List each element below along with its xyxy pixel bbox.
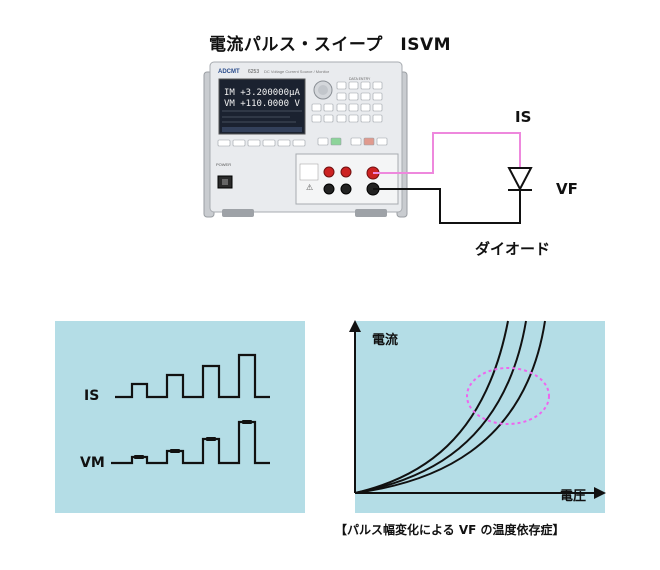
black-return-wire bbox=[373, 188, 521, 224]
vm-waveform bbox=[111, 420, 270, 465]
iv-curve-1 bbox=[354, 320, 509, 494]
page-title: 電流パルス・スイープ ISVM bbox=[208, 35, 452, 55]
is-circuit-label: IS bbox=[515, 108, 532, 126]
instrument: ADCMT 6253 DC Voltage Current Source / M… bbox=[203, 61, 408, 218]
diode-symbol bbox=[507, 167, 533, 192]
x-axis-label: 電圧 bbox=[560, 489, 587, 504]
vf-label: VF bbox=[556, 180, 578, 198]
brand-logo: ADCMT bbox=[218, 69, 240, 75]
figure-caption: 【パルス幅変化による VF の温度依存症】 bbox=[335, 523, 565, 537]
vm-waveform-label: VM bbox=[80, 455, 105, 471]
display-line-2: VM +110.0000 V bbox=[224, 99, 300, 109]
power-label: POWER bbox=[216, 162, 231, 167]
iv-graph bbox=[349, 320, 606, 499]
model-label: 6253 bbox=[248, 69, 259, 75]
diode-label: ダイオード bbox=[475, 240, 551, 258]
is-waveform bbox=[115, 353, 270, 399]
data-entry-label: DATA ENTRY bbox=[349, 77, 371, 81]
iv-graph-panel bbox=[355, 321, 605, 513]
iv-curve-2 bbox=[354, 320, 527, 494]
waveform-panel bbox=[55, 321, 305, 513]
pink-is-wire bbox=[373, 132, 521, 174]
model-subtitle: DC Voltage Current Source / Monitor bbox=[264, 69, 330, 74]
display-line-1: IM +3.200000μA bbox=[224, 88, 300, 98]
highlight-ellipse bbox=[466, 367, 550, 425]
y-axis-label: 電流 bbox=[372, 333, 399, 348]
iv-curve-3 bbox=[354, 320, 546, 494]
is-waveform-label: IS bbox=[84, 388, 100, 404]
y-axis-arrow bbox=[349, 320, 361, 332]
x-axis-arrow bbox=[594, 487, 606, 499]
svg-text:⚠: ⚠ bbox=[306, 183, 313, 192]
